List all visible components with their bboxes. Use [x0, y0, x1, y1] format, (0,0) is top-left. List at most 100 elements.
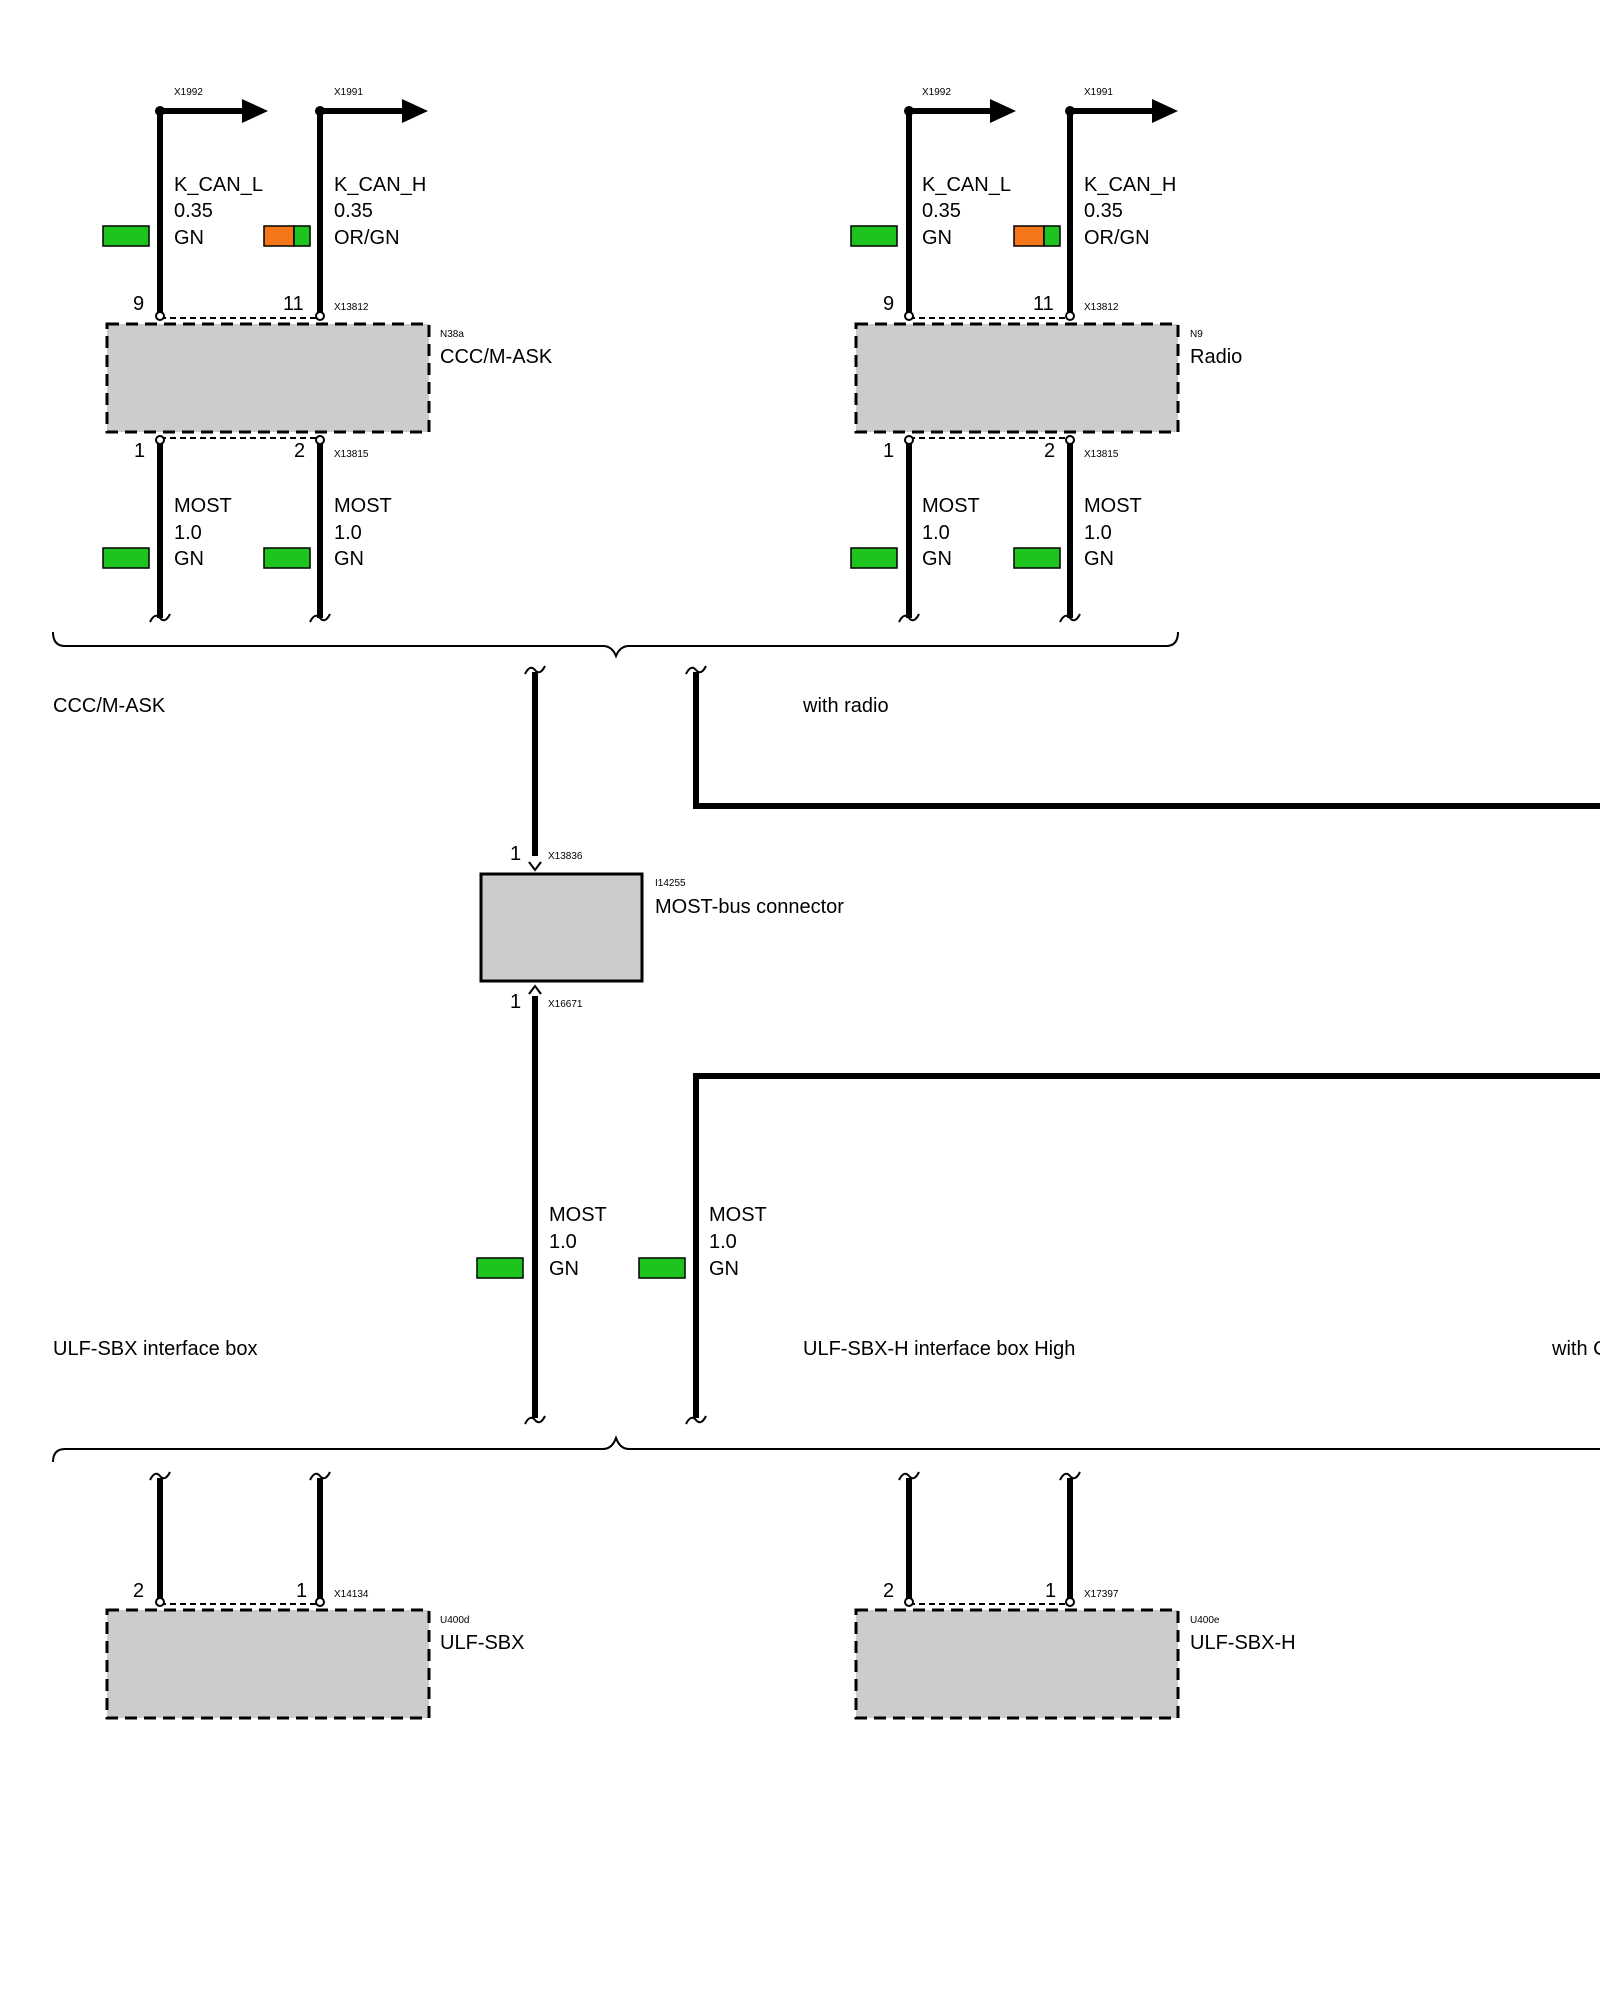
pin-number-2: 2: [133, 1580, 144, 1602]
wire-break-icon: [685, 665, 707, 675]
connector-label: X13812: [1084, 302, 1119, 313]
wire-most-radio-route: [693, 672, 1600, 809]
module-name: CCC/M-ASK: [440, 346, 553, 368]
wire-name-can-h: K_CAN_H: [1084, 174, 1176, 196]
arrow-head-icon: [1152, 99, 1178, 123]
wire-name-most: MOST: [1084, 495, 1142, 517]
pin-number-1: 1: [1045, 1580, 1056, 1602]
module-name: MOST-bus connector: [655, 896, 844, 918]
connector-label: X13812: [334, 302, 369, 313]
wire-name-can-h: K_CAN_H: [334, 174, 426, 196]
connector-label: X16671: [548, 999, 583, 1010]
wire-break-icon: [309, 613, 331, 623]
module-id: N9: [1190, 329, 1203, 340]
variant-label-truncated: with C: [1551, 1338, 1600, 1360]
wire-color-most: GN: [922, 548, 952, 570]
variant-label-ulf-sbx: ULF-SBX interface box: [53, 1338, 258, 1360]
wire-break-icon: [685, 1415, 707, 1425]
connector-label: X13815: [334, 449, 369, 460]
pin-number-11: 11: [1033, 293, 1054, 315]
variant-brace: [52, 631, 1179, 659]
radio-module-group: X1992 X1991 K_CAN_L 0.35 GN K_CAN_H 0.35…: [850, 87, 1242, 623]
ccc-module-group: X1992 X1991 K_CAN_L 0.35 GN K_CAN_H 0.35…: [102, 87, 553, 623]
output-label-x1992: X1992: [922, 87, 951, 98]
connector-label: X13836: [548, 851, 583, 862]
module-id: I14255: [655, 878, 686, 889]
connector-label: X17397: [1084, 1589, 1119, 1600]
pin-number-9: 9: [883, 293, 894, 315]
wire-break-icon: [524, 665, 546, 675]
wire-color-most: GN: [549, 1258, 579, 1280]
wire-size-most: 1.0: [709, 1231, 737, 1253]
pin-number-2: 2: [294, 440, 305, 462]
pin-number-1: 1: [510, 843, 521, 865]
wire-break-icon: [309, 1471, 331, 1481]
wire-break-icon: [898, 1471, 920, 1481]
pin-terminal: [904, 311, 914, 321]
pin-terminal: [155, 1597, 165, 1607]
pin-number-2: 2: [1044, 440, 1055, 462]
color-swatch-gn: [263, 547, 311, 569]
pin-terminal: [1065, 1597, 1075, 1607]
variant-brace: [52, 1435, 1600, 1463]
wire-break-icon: [524, 1415, 546, 1425]
pin-terminal: [904, 1597, 914, 1607]
wire-name-can-l: K_CAN_L: [174, 174, 263, 196]
module-name: Radio: [1190, 346, 1242, 368]
wire-size-can-h: 0.35: [1084, 200, 1123, 222]
pin-terminal: [1065, 435, 1075, 445]
most-bus-group: CCC/M-ASK with radio 1 X13836 I14255 MOS…: [53, 665, 1600, 1425]
module-name: ULF-SBX: [440, 1632, 524, 1654]
most-bus-connector-box: [479, 872, 644, 983]
wire-break-icon: [149, 1471, 171, 1481]
pin-terminal: [155, 435, 165, 445]
wire-break-icon: [1059, 613, 1081, 623]
ulf-sbx-module-box: [105, 1608, 431, 1720]
connector-label: X14134: [334, 1589, 369, 1600]
pin-number-1: 1: [134, 440, 145, 462]
arrow-head-icon: [242, 99, 268, 123]
pin-number-2: 2: [883, 1580, 894, 1602]
wire-most-sbx-h-route: [693, 1073, 1600, 1418]
pin-terminal: [528, 861, 542, 872]
ulf-sbx-module-group: 2 1 X14134 U400d ULF-SBX: [105, 1471, 524, 1720]
pin-number-1: 1: [883, 440, 894, 462]
color-swatch-gn: [293, 225, 311, 247]
radio-module-box: [854, 322, 1180, 434]
color-swatch-gn: [850, 225, 898, 247]
wire-break-icon: [149, 613, 171, 623]
module-id: U400e: [1190, 1615, 1220, 1626]
wire-size-most: 1.0: [922, 522, 950, 544]
wire-name-most: MOST: [174, 495, 232, 517]
wire-name-can-l: K_CAN_L: [922, 174, 1011, 196]
color-swatch-gn: [102, 225, 150, 247]
wire-color-most: GN: [709, 1258, 739, 1280]
wire-color-can-h: OR/GN: [334, 227, 400, 249]
arrow-head-icon: [990, 99, 1016, 123]
pin-terminal: [315, 311, 325, 321]
wire-break-icon: [1059, 1471, 1081, 1481]
wire-size-most: 1.0: [174, 522, 202, 544]
output-label-x1991: X1991: [1084, 87, 1113, 98]
wire-size-can-l: 0.35: [174, 200, 213, 222]
color-swatch-gn: [638, 1257, 686, 1279]
pin-terminal: [315, 435, 325, 445]
module-id: N38a: [440, 329, 464, 340]
wire-name-most: MOST: [334, 495, 392, 517]
wire-color-can-h: OR/GN: [1084, 227, 1150, 249]
output-label-x1991: X1991: [334, 87, 363, 98]
pin-terminal: [315, 1597, 325, 1607]
pin-number-11: 11: [283, 293, 304, 315]
module-id: U400d: [440, 1615, 469, 1626]
wire-size-most: 1.0: [549, 1231, 577, 1253]
wire-size-can-l: 0.35: [922, 200, 961, 222]
pin-number-9: 9: [133, 293, 144, 315]
pin-terminal: [1065, 311, 1075, 321]
pin-number-1: 1: [510, 991, 521, 1013]
ccc-module-box: [105, 322, 431, 434]
ulf-sbx-h-module-group: 2 1 X17397 U400e ULF-SBX-H: [854, 1471, 1296, 1720]
module-name: ULF-SBX-H: [1190, 1632, 1296, 1654]
wire-size-can-h: 0.35: [334, 200, 373, 222]
wire-color-most: GN: [334, 548, 364, 570]
wire-name-most: MOST: [922, 495, 980, 517]
